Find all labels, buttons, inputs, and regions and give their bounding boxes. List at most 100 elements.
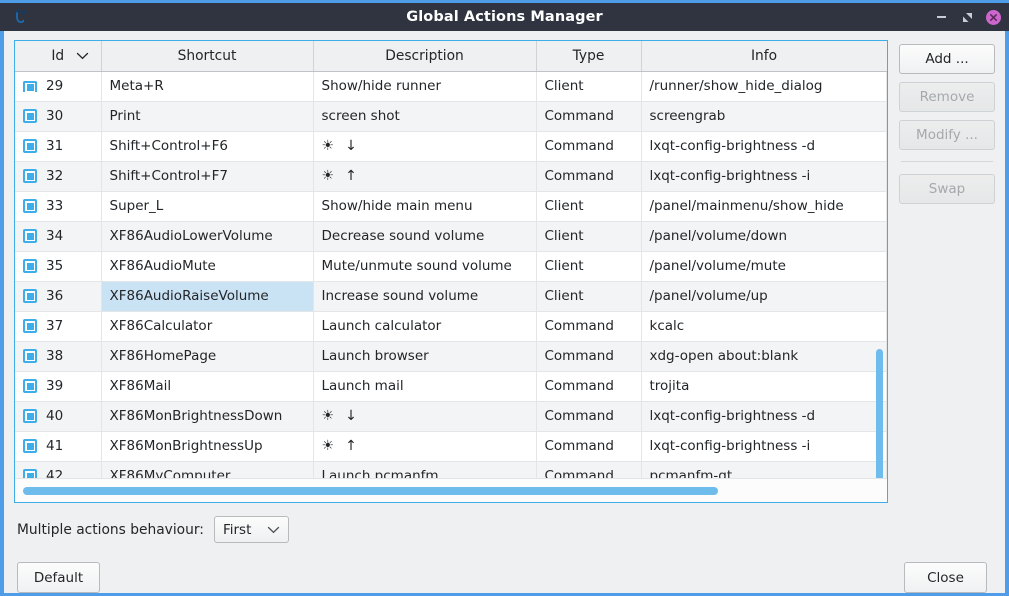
cell-id[interactable]: 41 — [15, 431, 102, 462]
cell-description[interactable]: screen shot — [313, 101, 537, 132]
maximize-button[interactable] — [960, 10, 975, 25]
cell-type[interactable]: Client — [536, 191, 642, 222]
id-cell-content: 39 — [23, 378, 93, 394]
cell-description[interactable]: Launch calculator — [313, 311, 537, 342]
cell-info[interactable]: lxqt-config-brightness -i — [641, 431, 887, 462]
cell-description[interactable]: Show/hide runner — [313, 71, 537, 102]
cell-type[interactable]: Command — [536, 101, 642, 132]
cell-shortcut[interactable]: XF86HomePage — [101, 341, 314, 372]
cell-type[interactable]: Command — [536, 311, 642, 342]
cell-id[interactable]: 37 — [15, 311, 102, 342]
cell-type-label: Command — [544, 108, 614, 124]
cell-description[interactable]: ☀↓ — [313, 401, 537, 432]
horizontal-scrollbar-track[interactable] — [15, 478, 887, 502]
cell-type[interactable]: Client — [536, 281, 642, 312]
cell-info[interactable]: lxqt-config-brightness -d — [641, 131, 887, 162]
cell-info[interactable]: /panel/volume/mute — [641, 251, 887, 282]
cell-type[interactable]: Command — [536, 341, 642, 372]
cell-type[interactable]: Command — [536, 431, 642, 462]
cell-shortcut[interactable]: Meta+R — [101, 71, 314, 102]
minimize-button[interactable] — [934, 10, 949, 25]
cell-shortcut[interactable]: XF86Mail — [101, 371, 314, 402]
cell-info-label: kcalc — [649, 318, 685, 334]
column-header-description[interactable]: Description — [313, 41, 537, 72]
cell-description[interactable]: ☀↑ — [313, 431, 537, 462]
cell-description[interactable]: Decrease sound volume — [313, 221, 537, 252]
cell-type[interactable]: Command — [536, 401, 642, 432]
cell-id[interactable]: 34 — [15, 221, 102, 252]
column-header-shortcut[interactable]: Shortcut — [101, 41, 314, 72]
behaviour-select[interactable]: First — [213, 516, 289, 543]
cell-description[interactable]: ☀↑ — [313, 161, 537, 192]
remove-button[interactable]: Remove — [899, 82, 995, 112]
cell-id[interactable]: 38 — [15, 341, 102, 372]
horizontal-scrollbar[interactable] — [23, 487, 718, 495]
cell-shortcut[interactable]: XF86AudioRaiseVolume — [101, 281, 314, 312]
action-square-icon — [23, 439, 37, 453]
cell-description[interactable]: Show/hide main menu — [313, 191, 537, 222]
cell-shortcut[interactable]: XF86MonBrightnessDown — [101, 401, 314, 432]
add-button[interactable]: Add ... — [899, 44, 995, 74]
cell-id[interactable]: 35 — [15, 251, 102, 282]
cell-info[interactable]: screengrab — [641, 101, 887, 132]
column-header-id[interactable]: Id — [15, 41, 102, 72]
close-dialog-button[interactable]: Close — [904, 562, 987, 593]
cell-id[interactable]: 29 — [15, 71, 102, 102]
cell-type[interactable]: Command — [536, 371, 642, 402]
cell-description[interactable]: Mute/unmute sound volume — [313, 251, 537, 282]
cell-info[interactable]: trojita — [641, 371, 887, 402]
modify-button[interactable]: Modify ... — [899, 120, 995, 150]
cell-info[interactable]: /panel/volume/down — [641, 221, 887, 252]
cell-shortcut[interactable]: XF86MonBrightnessUp — [101, 431, 314, 462]
close-button[interactable] — [986, 9, 1001, 25]
cell-shortcut[interactable]: XF86Calculator — [101, 311, 314, 342]
cell-id[interactable]: 39 — [15, 371, 102, 402]
cell-description[interactable]: Launch mail — [313, 371, 537, 402]
cell-shortcut[interactable]: Shift+Control+F6 — [101, 131, 314, 162]
cell-id[interactable]: 36 — [15, 281, 102, 312]
cell-shortcut[interactable]: Super_L — [101, 191, 314, 222]
cell-info[interactable]: xdg-open about:blank — [641, 341, 887, 372]
cell-info[interactable]: kcalc — [641, 311, 887, 342]
cell-type[interactable]: Client — [536, 251, 642, 282]
cell-shortcut[interactable]: XF86AudioMute — [101, 251, 314, 282]
vertical-scrollbar[interactable] — [876, 349, 883, 502]
cell-shortcut[interactable]: Print — [101, 101, 314, 132]
cell-id[interactable]: 30 — [15, 101, 102, 132]
column-header-type[interactable]: Type — [536, 41, 642, 72]
cell-shortcut[interactable]: XF86AudioLowerVolume — [101, 221, 314, 252]
cell-id[interactable]: 31 — [15, 131, 102, 162]
cell-description[interactable]: Launch browser — [313, 341, 537, 372]
cell-description[interactable]: Increase sound volume — [313, 281, 537, 312]
cell-id[interactable]: 33 — [15, 191, 102, 222]
cell-type[interactable]: Client — [536, 221, 642, 252]
cell-id[interactable]: 32 — [15, 161, 102, 192]
default-button[interactable]: Default — [17, 562, 100, 593]
swap-button[interactable]: Swap — [899, 174, 995, 204]
cell-info[interactable]: lxqt-config-brightness -i — [641, 161, 887, 192]
cell-info[interactable]: /panel/mainmenu/show_hide — [641, 191, 887, 222]
column-header-info[interactable]: Info — [641, 41, 887, 72]
cell-description[interactable]: ☀↓ — [313, 131, 537, 162]
cell-type[interactable]: Command — [536, 131, 642, 162]
cell-id[interactable]: 40 — [15, 401, 102, 432]
cell-info[interactable]: lxqt-config-brightness -d — [641, 401, 887, 432]
cell-shortcut[interactable]: Shift+Control+F7 — [101, 161, 314, 192]
cell-type[interactable]: Command — [536, 161, 642, 192]
cell-info[interactable]: /panel/volume/up — [641, 281, 887, 312]
cell-info[interactable]: /runner/show_hide_dialog — [641, 71, 887, 102]
cell-type[interactable]: Client — [536, 71, 642, 102]
